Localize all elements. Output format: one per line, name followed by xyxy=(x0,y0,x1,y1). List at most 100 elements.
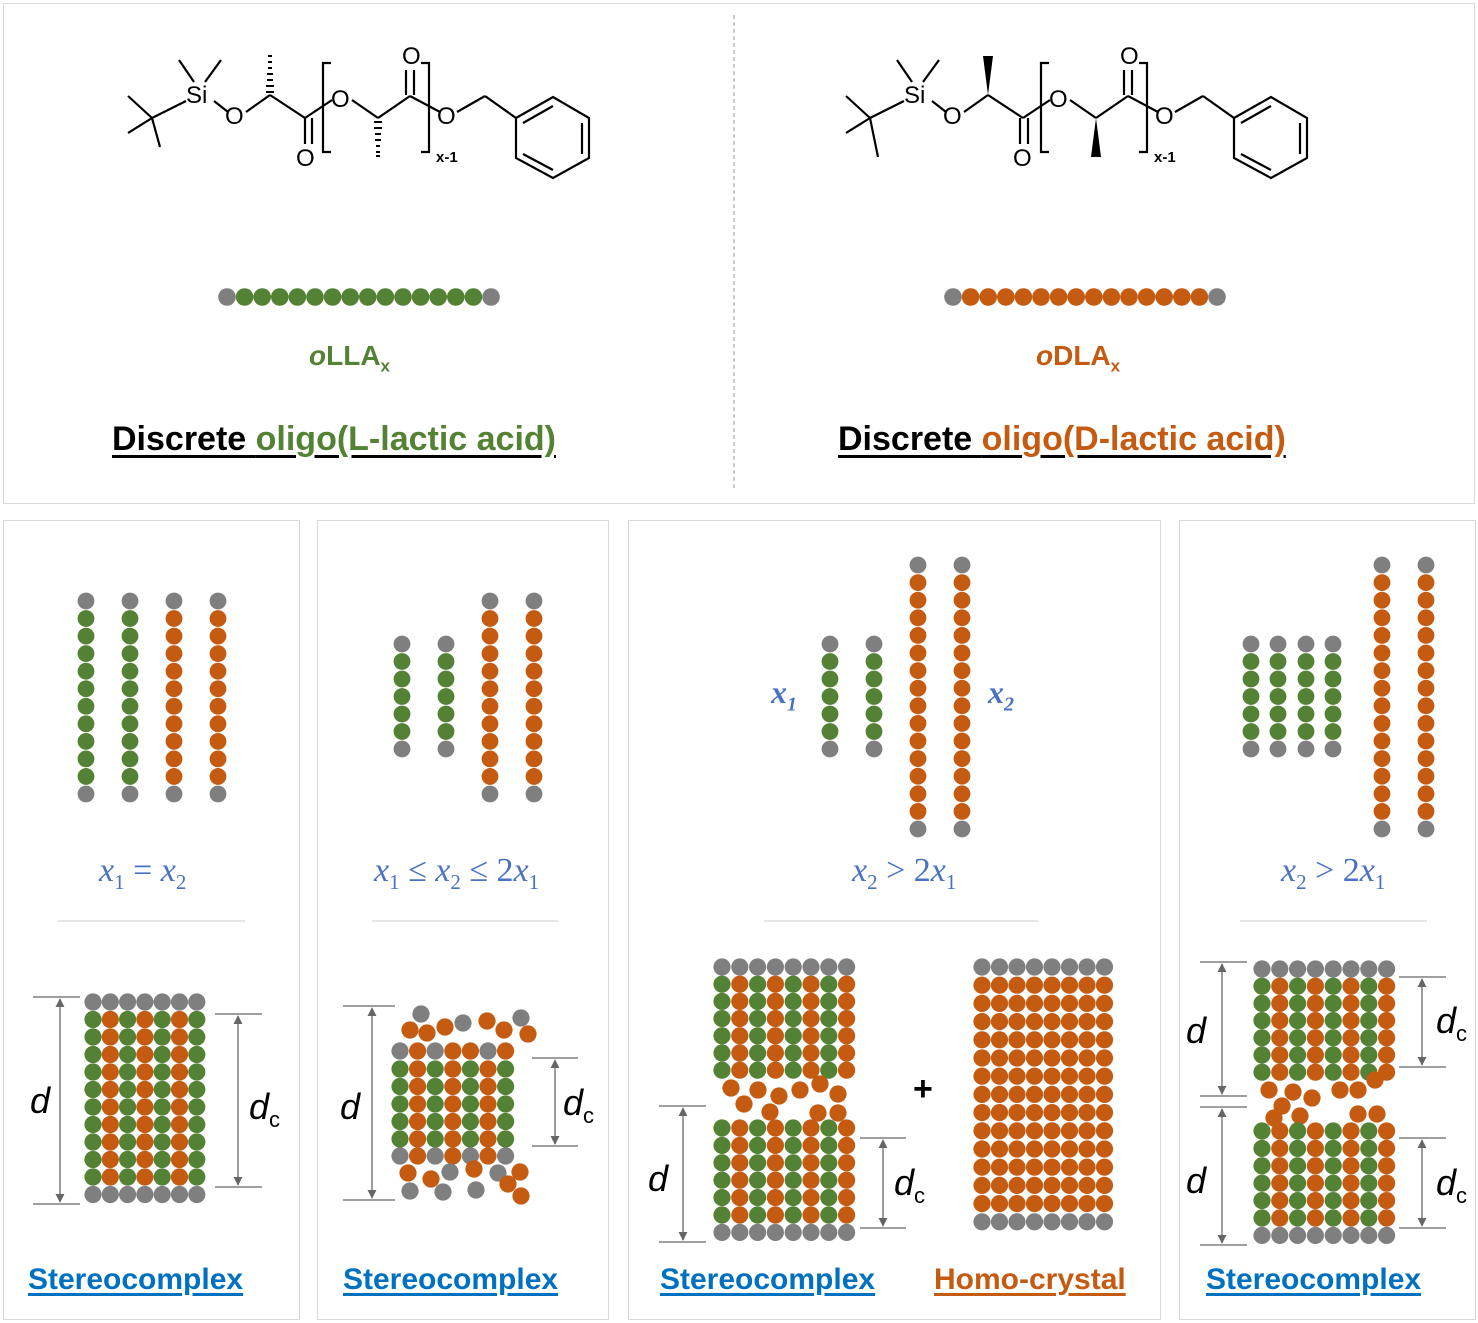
crystal-bead xyxy=(749,1027,767,1045)
crystal-bead xyxy=(1349,1105,1367,1123)
crystal-bead xyxy=(1060,958,1079,976)
olla-si-label: Si xyxy=(186,82,207,109)
odla-title: Discrete oligo(D-lactic acid) xyxy=(838,420,1286,458)
chain-bead xyxy=(165,592,183,610)
crystal-bead xyxy=(1342,977,1360,995)
stereocomplex-link-1[interactable]: Stereocomplex xyxy=(28,1263,244,1296)
crystal-bead xyxy=(1271,1122,1289,1140)
chain-bead xyxy=(909,591,927,609)
crystal-bead xyxy=(188,1133,206,1151)
crystal-bead xyxy=(1360,1139,1378,1157)
crystal-bead xyxy=(1324,977,1342,995)
crystal-bead xyxy=(391,1130,409,1148)
crystal-bead xyxy=(1342,1209,1360,1227)
chain-bead xyxy=(953,679,971,697)
chain-bead xyxy=(1049,288,1068,306)
crystal-bead xyxy=(84,1115,102,1134)
chain-bead xyxy=(1242,670,1260,688)
crystal-bead xyxy=(444,1060,462,1078)
crystal-bead xyxy=(84,1063,102,1081)
crystal-bead xyxy=(1378,1157,1396,1175)
crystal-bead xyxy=(84,993,102,1011)
crystal-bead xyxy=(1289,1122,1307,1140)
chain-bead xyxy=(1373,803,1391,820)
crystal-bead xyxy=(1253,1122,1271,1140)
chain-bead xyxy=(1417,574,1435,591)
crystal-bead xyxy=(188,1045,206,1064)
crystal-bead xyxy=(784,1189,802,1207)
chain-bead xyxy=(1297,723,1315,740)
crystal-bead xyxy=(973,1049,991,1067)
chain-bead xyxy=(209,627,227,645)
crystal-bead xyxy=(1360,1029,1378,1047)
crystal-bead xyxy=(722,1079,740,1097)
chain-bead xyxy=(209,610,227,627)
crystal-bead xyxy=(1306,1157,1324,1175)
chain-bead xyxy=(1417,697,1435,715)
chain-bead xyxy=(1324,653,1342,670)
crystal-bead xyxy=(101,1010,119,1029)
crystal-bead xyxy=(1289,977,1307,995)
stereocomplex-link-4[interactable]: Stereocomplex xyxy=(1206,1263,1422,1296)
crystal-bead xyxy=(391,1042,409,1060)
crystal-bead xyxy=(731,1119,749,1137)
crystal-bead xyxy=(802,958,820,976)
crystal-bead xyxy=(188,1168,206,1186)
chain-bead xyxy=(1297,688,1315,705)
chain-bead xyxy=(961,288,980,306)
dc-label-2: dc xyxy=(563,1082,595,1129)
chain-bead xyxy=(165,662,183,680)
chain-bead xyxy=(165,750,183,768)
crystal-bead xyxy=(1095,1213,1114,1231)
chain-bead xyxy=(1373,820,1391,838)
crystal-bead xyxy=(1043,1031,1061,1049)
stereocomplex-link-2[interactable]: Stereocomplex xyxy=(343,1263,559,1296)
crystal-bead xyxy=(784,1027,802,1045)
crystal-bead xyxy=(188,1098,206,1116)
chain-bead xyxy=(1242,635,1260,653)
crystal-bead xyxy=(1342,1046,1360,1064)
crystal-bead xyxy=(441,1163,459,1181)
chain-bead xyxy=(953,591,971,609)
crystal-bead xyxy=(1060,1195,1079,1213)
chain-bead xyxy=(1297,653,1315,670)
chain-bead xyxy=(953,697,971,715)
crystal-bead xyxy=(1043,958,1061,976)
odla-repeat-sub: x-1 xyxy=(1154,149,1176,166)
crystal-bead xyxy=(731,958,749,976)
crystal-bead xyxy=(1095,1158,1114,1176)
crystal-bead xyxy=(119,1045,137,1064)
chain-bead xyxy=(341,288,360,306)
crystal-bead xyxy=(1008,1158,1026,1176)
odla-o4-label: O xyxy=(1120,43,1139,70)
crystal-bead xyxy=(820,1044,838,1062)
crystal-bead xyxy=(170,1098,189,1116)
crystal-bead xyxy=(838,958,856,976)
stereocomplex-link-3[interactable]: Stereocomplex xyxy=(660,1263,876,1296)
crystal-bead xyxy=(1271,1157,1289,1175)
crystal-bead xyxy=(749,975,767,993)
crystal-bead xyxy=(1271,1209,1289,1227)
crystal-bead xyxy=(153,1010,171,1029)
chain-bead xyxy=(953,715,971,732)
chain-bead xyxy=(1417,644,1435,662)
crystal-bead xyxy=(838,1189,856,1207)
crystal-bead xyxy=(973,1031,991,1049)
crystal-bead xyxy=(838,1223,856,1241)
panel-2 xyxy=(317,520,609,1320)
crystal-bead xyxy=(749,1136,767,1154)
chain-bead xyxy=(1269,670,1287,688)
crystal-bead xyxy=(1008,1104,1026,1122)
homo-crystal-link[interactable]: Homo-crystal xyxy=(934,1263,1126,1296)
crystal-bead xyxy=(735,1095,753,1113)
chain-bead xyxy=(209,645,227,663)
chain-bead xyxy=(393,688,411,705)
crystal-bead xyxy=(731,1206,749,1224)
crystal-bead xyxy=(467,1181,485,1199)
crystal-bead xyxy=(101,1150,119,1169)
crystal-bead xyxy=(1360,977,1378,995)
crystal-bead xyxy=(1368,1105,1386,1123)
crystal-bead xyxy=(479,1130,497,1148)
chain-bead xyxy=(1417,715,1435,732)
crystal-bead xyxy=(136,1045,154,1064)
